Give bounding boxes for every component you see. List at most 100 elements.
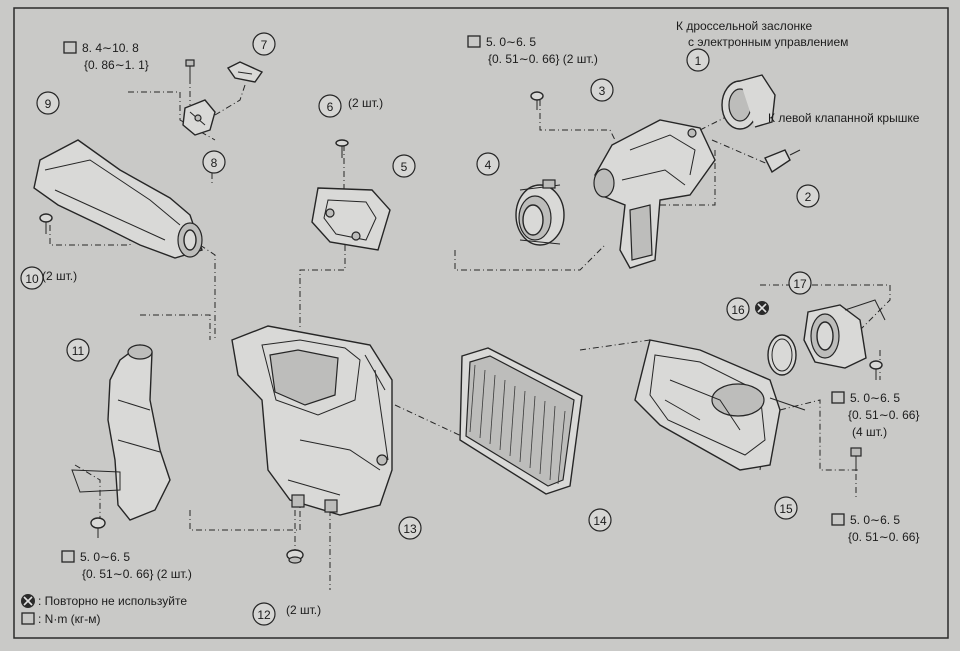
part-14-air-filter: [459, 347, 583, 495]
assembly-lines: [49, 78, 891, 590]
part-12-grommet: [286, 549, 304, 564]
torque-3-nm: 5. 0∼6. 5: [486, 35, 536, 49]
callout-12: 12: [252, 602, 276, 626]
labels: К дроссельной заслонке с электронным упр…: [42, 19, 920, 617]
diagram-frame: [13, 7, 949, 639]
do-not-reuse-icon: [21, 594, 35, 608]
callout-circle-7: [252, 32, 276, 56]
callout-number-10: 10: [25, 272, 39, 286]
callout-number-3: 3: [599, 84, 606, 98]
callout-number-13: 13: [403, 522, 417, 536]
legend: : Повторно не используйте : N·m (кг-м): [21, 594, 187, 626]
callout-8: 8: [202, 150, 226, 174]
callout-circle-2: [796, 184, 820, 208]
callout-number-9: 9: [45, 97, 52, 111]
callout-circle-4: [476, 152, 500, 176]
torque-17-kgm: {0. 51∼0. 66}: [848, 408, 919, 422]
callout-4: 4: [476, 152, 500, 176]
callout-2: 2: [796, 184, 820, 208]
label-qty-12: (2 шт.): [286, 603, 321, 617]
part-3-intake-tube: [593, 119, 716, 269]
label-qty-10: (2 шт.): [42, 269, 77, 283]
callout-3: 3: [590, 78, 614, 102]
callout-circle-3: [590, 78, 614, 102]
callout-number-2: 2: [805, 190, 812, 204]
torque-11-kgm: {0. 51∼0. 66} (2 шт.): [82, 567, 192, 581]
part-7-sensor: [226, 61, 264, 83]
wrench-icon: [21, 612, 35, 625]
part-15-air-cleaner-cover: [634, 339, 806, 471]
callout-number-16: 16: [731, 303, 745, 317]
bolt-11: [90, 517, 106, 538]
callout-circle-1: [686, 48, 710, 72]
part-10-clip: [39, 213, 53, 234]
torque-3-kgm: {0. 51∼0. 66} (2 шт.): [488, 52, 598, 66]
callout-15: 15: [774, 496, 798, 520]
part-8-bracket: [182, 99, 216, 136]
part-5-gasket: [311, 187, 391, 251]
label-throttle-line1: К дроссельной заслонке: [676, 19, 813, 33]
callout-number-1: 1: [695, 54, 702, 68]
callout-number-6: 6: [327, 100, 334, 114]
part-13-air-cleaner-case: [231, 325, 393, 516]
label-left-cover: К левой клапанной крышке: [768, 111, 920, 125]
callout-7: 7: [252, 32, 276, 56]
wrench-icon: [63, 41, 77, 54]
part-1-hose: [721, 74, 776, 130]
callout-9: 9: [36, 91, 60, 115]
legend-do-not-reuse: : Повторно не используйте: [38, 594, 187, 608]
torque-15-kgm: {0. 51∼0. 66}: [848, 530, 919, 544]
part-2-fitting: [764, 149, 801, 174]
callout-circle-6: [318, 94, 342, 118]
part-4-coupling: [515, 179, 565, 246]
bolt-7: [185, 59, 195, 80]
callout-number-8: 8: [211, 156, 218, 170]
callout-17: 17: [788, 271, 812, 295]
wrench-icon: [831, 513, 845, 526]
callout-circle-15: [774, 496, 798, 520]
part-9-air-duct: [33, 139, 203, 259]
callout-number-15: 15: [779, 502, 793, 516]
torque-specs: 8. 4∼10. 8 {0. 86∼1. 1} 5. 0∼6. 5 {0. 51…: [61, 35, 919, 581]
callout-5: 5: [392, 154, 416, 178]
label-qty-6: (2 шт.): [348, 96, 383, 110]
torque-11-nm: 5. 0∼6. 5: [80, 550, 130, 564]
callout-circle-17: [788, 271, 812, 295]
wrench-icon: [831, 391, 845, 404]
callout-13: 13: [398, 516, 422, 540]
callout-circle-14: [588, 508, 612, 532]
do-not-reuse-icon-16: [755, 301, 769, 315]
bolt-3: [530, 91, 544, 110]
callout-number-12: 12: [257, 608, 271, 622]
wrench-icon: [467, 35, 481, 48]
part-16-o-ring: [767, 334, 797, 376]
part-6-bolt: [335, 139, 349, 158]
callout-circle-12: [252, 602, 276, 626]
callout-number-7: 7: [261, 38, 268, 52]
torque-7-kgm: {0. 86∼1. 1}: [84, 58, 149, 72]
label-throttle-line2: с электронным управлением: [688, 35, 848, 49]
part-11-resonator: [71, 344, 171, 521]
callout-1: 1: [686, 48, 710, 72]
callout-circle-10: [20, 266, 44, 290]
torque-11: 5. 0∼6. 5 {0. 51∼0. 66} (2 шт.): [61, 550, 192, 581]
torque-7-nm: 8. 4∼10. 8: [82, 41, 139, 55]
bolt-17: [869, 360, 883, 380]
torque-17-nm: 5. 0∼6. 5: [850, 391, 900, 405]
torque-7: 8. 4∼10. 8 {0. 86∼1. 1}: [63, 41, 149, 72]
callout-circle-9: [36, 91, 60, 115]
wrench-icon: [61, 550, 75, 563]
callout-10: 10: [20, 266, 44, 290]
torque-15-nm: 5. 0∼6. 5: [850, 513, 900, 527]
torque-15: 5. 0∼6. 5 {0. 51∼0. 66}: [831, 513, 919, 544]
callout-number-11: 11: [72, 344, 85, 358]
legend-torque-unit: : N·m (кг-м): [38, 612, 101, 626]
callout-number-4: 4: [485, 158, 492, 172]
callout-number-14: 14: [593, 514, 607, 528]
callout-number-17: 17: [793, 277, 807, 291]
torque-17-qty: (4 шт.): [852, 425, 887, 439]
torque-17: 5. 0∼6. 5 {0. 51∼0. 66} (4 шт.): [831, 391, 919, 439]
